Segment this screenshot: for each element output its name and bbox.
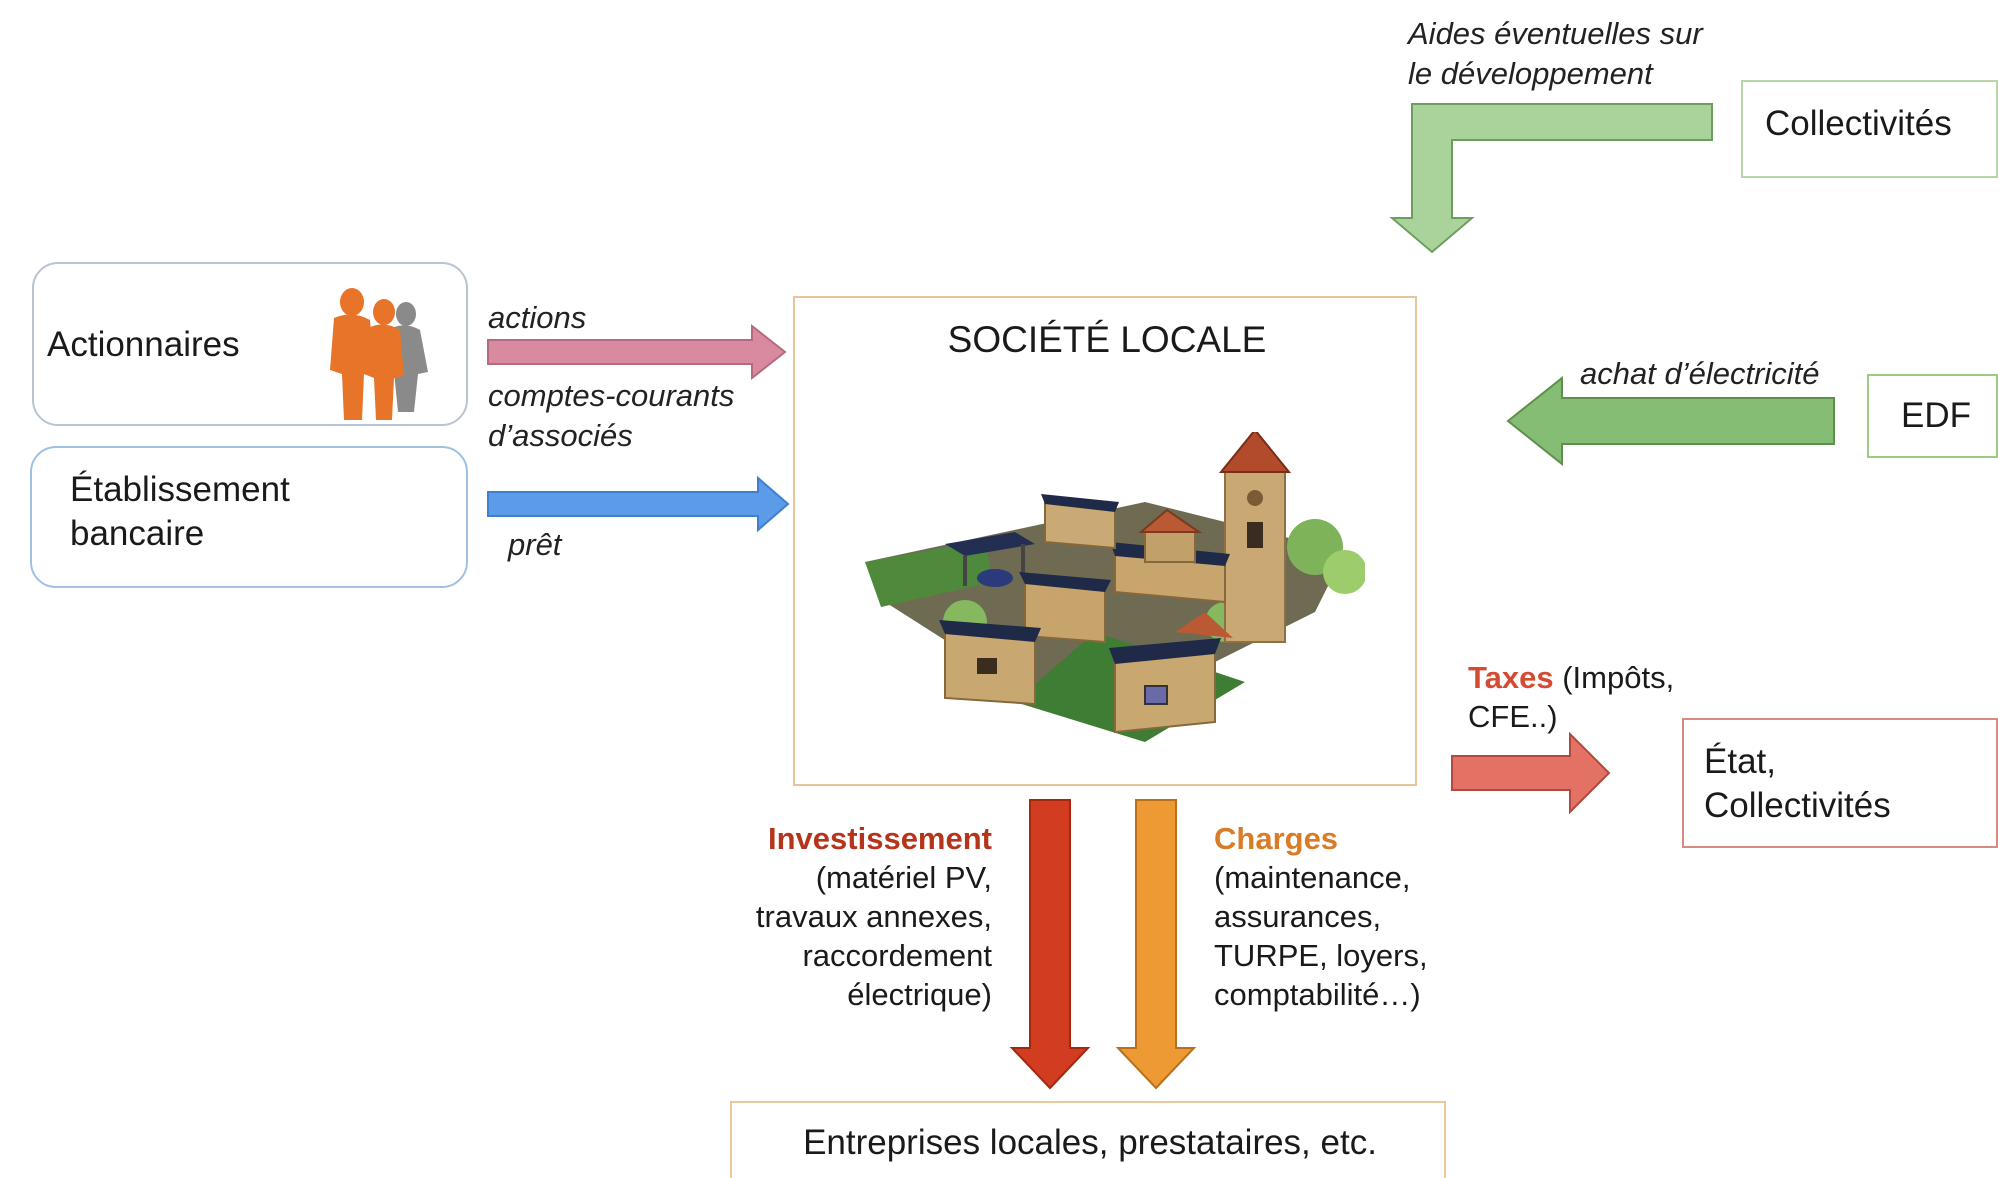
achat-arrow: [1506, 375, 1835, 467]
actionnaires-label: Actionnaires: [47, 325, 240, 364]
taxes-arrow: [1451, 731, 1611, 815]
charges-text: Charges (maintenance, assurances, TURPE,…: [1214, 819, 1474, 1014]
charges-title: Charges: [1214, 821, 1339, 856]
shareholders-icon: [330, 288, 428, 420]
etat-collectivites-label: État, Collectivités: [1704, 742, 1891, 825]
pret-arrow: [487, 475, 790, 533]
aides-arrow: [1389, 103, 1713, 254]
societe-locale-box: SOCIÉTÉ LOCALE: [793, 296, 1417, 786]
aides-label: Aides éventuelles sur le développement: [1408, 16, 1703, 91]
edf-label: EDF: [1901, 396, 1971, 435]
collectivites-label: Collectivités: [1765, 104, 1952, 143]
charges-detail: (maintenance, assurances, TURPE, loyers,…: [1214, 860, 1428, 1012]
collectivites-box: Collectivités: [1741, 80, 1998, 178]
investissement-detail: (matériel PV, travaux annexes, raccordem…: [755, 860, 992, 1012]
investissement-title: Investissement: [768, 821, 992, 856]
charges-arrow: [1115, 799, 1197, 1090]
actions-arrow: [487, 323, 787, 381]
investissement-arrow: [1009, 799, 1091, 1090]
etat-collectivites-box: État, Collectivités: [1682, 718, 1998, 848]
taxes-title: Taxes: [1468, 660, 1554, 695]
comptes-courants-label: comptes-courants d’associés: [488, 378, 735, 453]
entreprises-box: Entreprises locales, prestataires, etc.: [730, 1101, 1446, 1178]
achat-electricite-label: achat d’électricité: [1580, 356, 1820, 391]
societe-locale-title: SOCIÉTÉ LOCALE: [947, 319, 1267, 360]
taxes-detail: (Impôts, CFE..): [1468, 660, 1675, 734]
entreprises-label: Entreprises locales, prestataires, etc.: [803, 1123, 1377, 1162]
actionnaires-box: Actionnaires: [32, 262, 468, 426]
taxes-label: Taxes (Impôts, CFE..): [1468, 658, 1674, 736]
etablissement-bancaire-label: Établissement bancaire: [70, 470, 290, 553]
etablissement-bancaire-box: Établissement bancaire: [30, 446, 468, 588]
pret-label: prêt: [508, 527, 562, 562]
actions-label: actions: [488, 300, 587, 335]
edf-box: EDF: [1867, 374, 1998, 458]
village-illustration: [865, 432, 1365, 742]
investissement-text: Investissement (matériel PV, travaux ann…: [700, 819, 992, 1014]
